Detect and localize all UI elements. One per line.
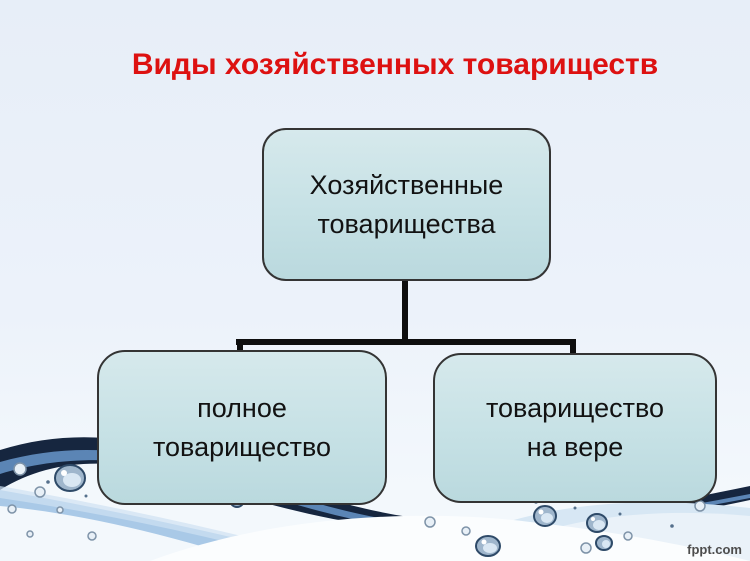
- node-label: товарищество на вере: [485, 393, 665, 462]
- node-label: Хозяйственные товарищества: [309, 169, 504, 239]
- node-label: полное товарищество: [152, 392, 332, 462]
- watermark: fppt.com: [687, 542, 742, 557]
- connector-left-drop: [237, 339, 243, 357]
- small-bubbles: [7, 462, 706, 554]
- connector-root-vertical: [402, 274, 408, 344]
- connector-horizontal: [236, 339, 576, 345]
- diagram-node-root: Хозяйственные товарищества: [262, 128, 551, 281]
- diagram-node-full-partnership: полное товарищество: [97, 350, 387, 505]
- diagram-node-partnership-on-faith: товарищество на вере: [433, 353, 717, 503]
- slide-title: Виды хозяйственных товариществ: [131, 48, 659, 81]
- connector-right-drop: [570, 339, 576, 360]
